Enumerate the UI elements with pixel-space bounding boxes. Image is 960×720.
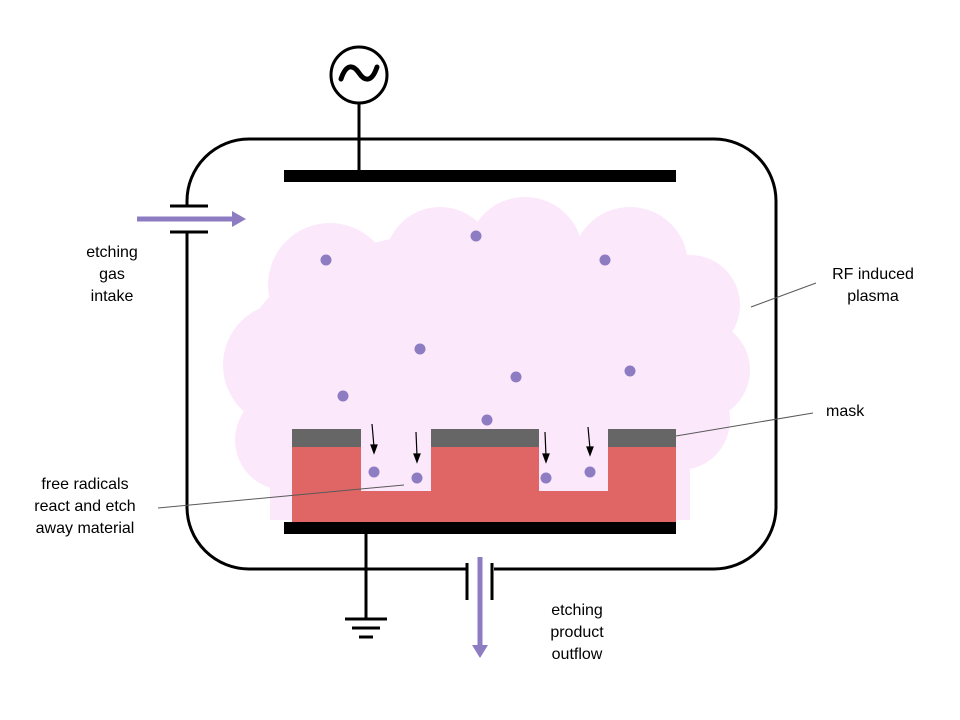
radical-motion-arrows xyxy=(370,423,594,464)
outflow-label-line: etching xyxy=(551,602,603,619)
mask-leader xyxy=(675,412,814,437)
radicals-label-line: free radicals xyxy=(41,476,129,493)
radical xyxy=(510,371,522,383)
radical xyxy=(414,343,426,355)
radical xyxy=(599,254,611,266)
gas-intake-label-line: etching xyxy=(86,244,138,261)
radical xyxy=(481,414,493,426)
plasma-label-line: RF induced xyxy=(832,266,914,283)
mask-label: mask xyxy=(826,403,865,420)
radical xyxy=(320,254,332,266)
gas-intake-label: etching gas intake xyxy=(72,242,152,308)
mask-segment xyxy=(608,429,676,447)
ground-icon xyxy=(345,617,387,639)
mask-segment xyxy=(292,429,361,447)
top-electrode xyxy=(284,170,676,182)
product-outflow-arrow xyxy=(472,557,488,658)
radical xyxy=(470,230,482,242)
outflow-label-line: product xyxy=(550,624,604,641)
free-radicals xyxy=(320,230,636,484)
substrate xyxy=(292,447,676,522)
gas-intake-label-line: gas xyxy=(99,266,125,283)
outflow-label: etching product outflow xyxy=(536,600,618,666)
radicals-label: free radicals react and etch away materi… xyxy=(17,474,153,540)
gas-intake-arrow xyxy=(137,211,246,227)
plasma-label: RF induced plasma xyxy=(818,264,928,308)
radicals-leader xyxy=(157,484,405,509)
plasma-leader xyxy=(750,282,817,308)
plasma-label-line: plasma xyxy=(847,288,899,305)
outflow-label-line: outflow xyxy=(551,646,603,663)
radical xyxy=(584,466,596,478)
radical xyxy=(540,472,552,484)
radical xyxy=(337,390,349,402)
radicals-label-line: react and etch xyxy=(34,498,136,515)
radicals-label-line: away material xyxy=(35,520,135,537)
mask-segment xyxy=(431,429,539,447)
radical xyxy=(624,365,636,377)
radical xyxy=(411,472,423,484)
radical xyxy=(368,466,380,478)
gas-intake-label-line: intake xyxy=(90,288,134,305)
ac-source-icon xyxy=(329,45,389,105)
bottom-electrode xyxy=(284,522,676,534)
